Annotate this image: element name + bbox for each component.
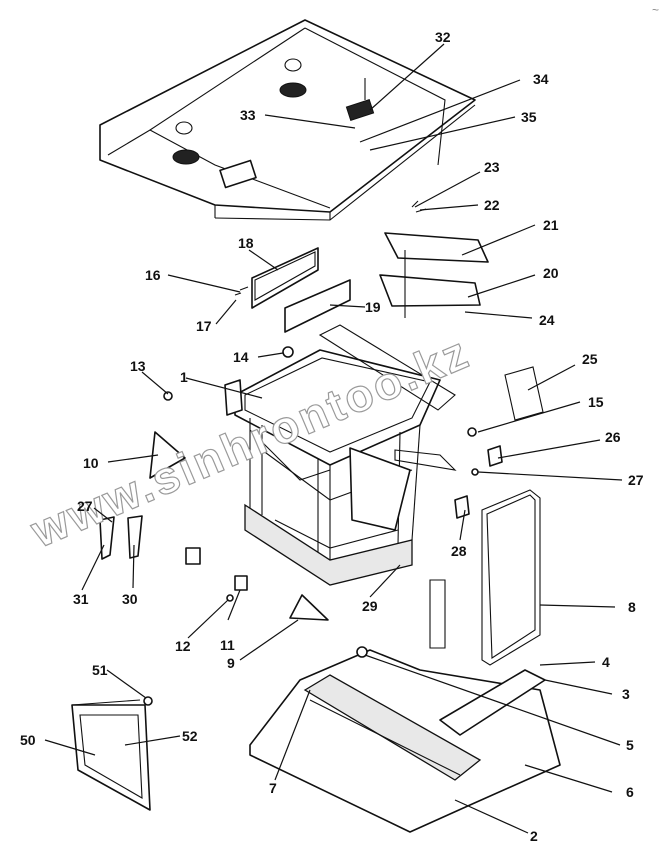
callout-14: 14 [233,349,249,365]
callout-29: 29 [362,598,378,614]
callout-26: 26 [605,429,621,445]
side-panels [149,324,457,649]
callout-6: 6 [626,784,634,800]
callout-2: 2 [530,828,538,844]
callout-27-right: 27 [628,472,644,488]
callout-1: 1 [180,369,188,385]
callout-19: 19 [365,299,381,315]
callout-25: 25 [582,351,598,367]
panel-stack [379,200,489,318]
callout-20: 20 [543,265,559,281]
callout-23: 23 [484,159,500,175]
roof-vent-grille-icon [219,78,375,189]
callout-34: 34 [533,71,549,87]
callout-30: 30 [122,591,138,607]
callout-17: 17 [196,318,212,334]
callout-8: 8 [628,599,636,615]
callout-11: 11 [220,637,235,653]
roof-panel [99,19,476,221]
callout-9: 9 [227,655,235,671]
callout-22: 22 [484,197,500,213]
frame-panel [71,699,151,811]
callout-31: 31 [73,591,89,607]
floor-mat [249,649,561,833]
hardware-parts [99,286,544,706]
callout-15: 15 [588,394,604,410]
callout-labels: 1 2 3 4 5 6 7 8 9 10 11 12 13 14 15 16 1… [20,29,644,844]
callout-50: 50 [20,732,36,748]
callout-21: 21 [543,217,559,233]
callout-18: 18 [238,235,254,251]
callout-16: 16 [145,267,161,283]
callout-27-left: 27 [77,498,93,514]
callout-3: 3 [622,686,630,702]
callout-5: 5 [626,737,634,753]
callout-24: 24 [539,312,555,328]
callout-32: 32 [435,29,451,45]
callout-52: 52 [182,728,198,744]
callout-35: 35 [521,109,537,125]
leader-lines [44,43,623,834]
door-glass [481,489,541,666]
callout-12: 12 [175,638,191,654]
callout-13: 13 [130,358,146,374]
roof-vent-icon [172,58,307,165]
callout-4: 4 [602,654,610,670]
filter-elements [251,247,351,333]
callout-51: 51 [92,662,108,678]
callout-7: 7 [269,780,277,796]
callout-33: 33 [240,107,256,123]
callout-10: 10 [83,455,99,471]
corner-mark: ~ [652,3,659,17]
callout-28: 28 [451,543,467,559]
